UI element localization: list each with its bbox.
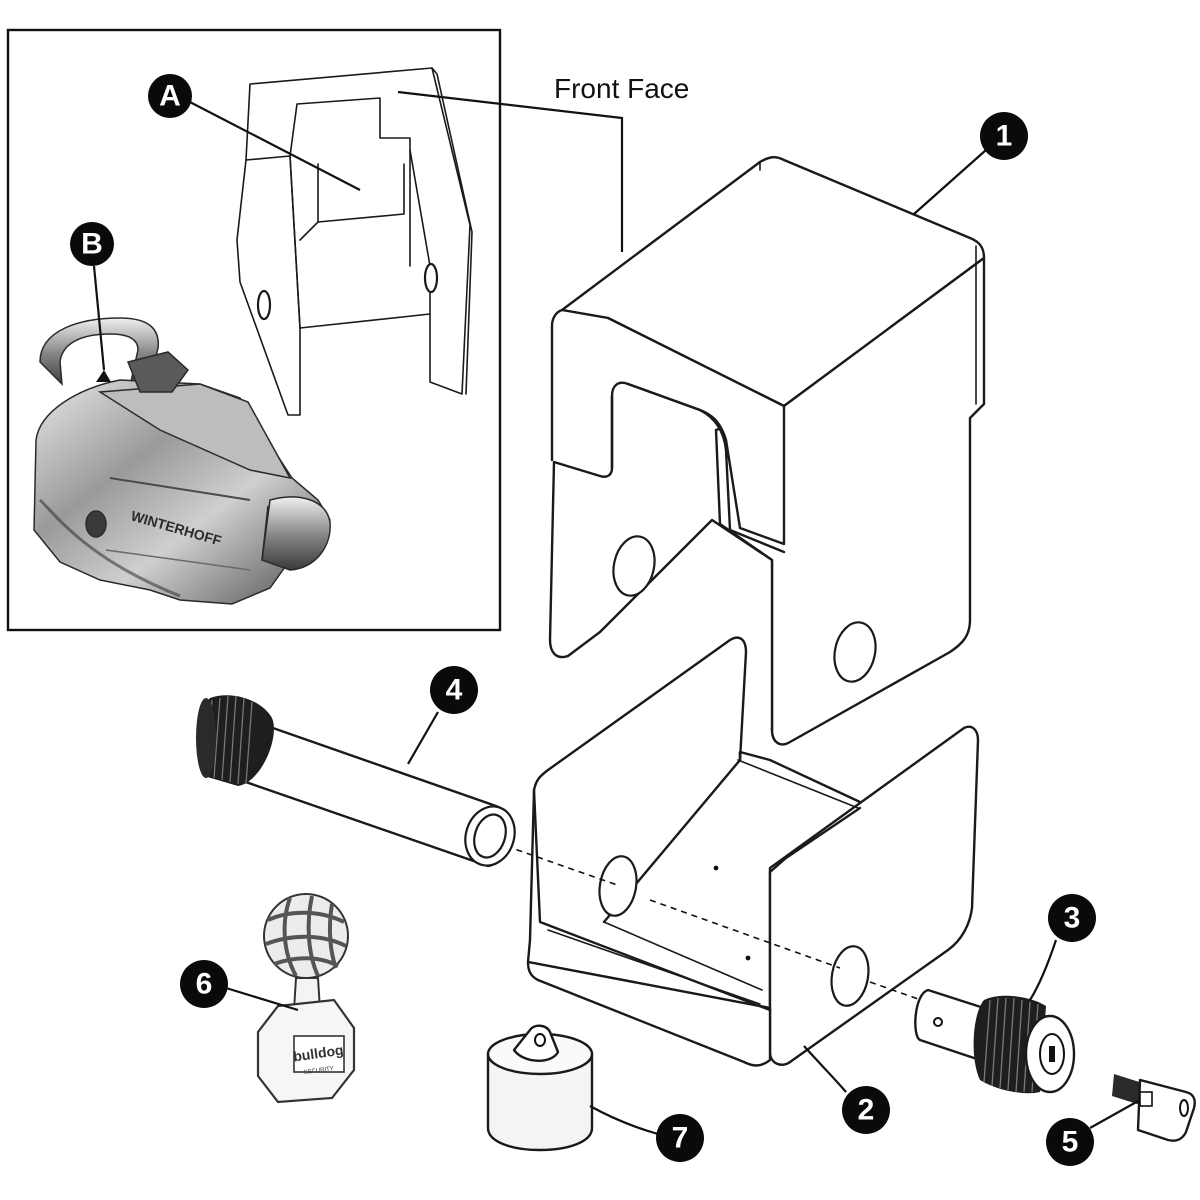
callout-b-label: B bbox=[81, 228, 103, 261]
coupling-head-image: WINTERHOFF bbox=[33, 317, 331, 605]
callout-1: 1 bbox=[913, 112, 1028, 215]
front-face-label: Front Face bbox=[554, 73, 689, 104]
callout-7: 7 bbox=[589, 1105, 704, 1162]
tag-brand: bulldog bbox=[292, 1042, 344, 1065]
inset-panel: WINTERHOFF A B bbox=[6, 28, 624, 632]
part-1-top-sleeve bbox=[548, 156, 986, 746]
part-3-lock-barrel bbox=[914, 988, 1076, 1094]
inset-hole-right bbox=[423, 262, 439, 294]
callout-7-label: 7 bbox=[672, 1122, 689, 1155]
callout-6-label: 6 bbox=[196, 968, 213, 1001]
inset-sleeve-drawing bbox=[236, 67, 473, 416]
callout-a-label: A bbox=[159, 80, 181, 113]
part-1-hole-left bbox=[612, 535, 656, 597]
part-5-key bbox=[1112, 1074, 1196, 1142]
callout-6: 6 bbox=[180, 960, 299, 1012]
callout-5: 5 bbox=[1046, 1099, 1141, 1166]
part-7-cap bbox=[486, 1024, 594, 1152]
callout-3: 3 bbox=[1029, 894, 1096, 1001]
callout-4-label: 4 bbox=[446, 674, 463, 707]
callout-4: 4 bbox=[407, 666, 478, 765]
callout-2-label: 2 bbox=[858, 1094, 875, 1127]
callout-a: A bbox=[148, 74, 361, 191]
part-2-bottom-cradle bbox=[526, 636, 980, 1067]
inset-hole-left bbox=[256, 289, 272, 321]
tag-subtext: SECURITY bbox=[303, 1066, 334, 1076]
callout-5-label: 5 bbox=[1062, 1126, 1079, 1159]
callout-b: B bbox=[70, 222, 114, 382]
callout-1-label: 1 bbox=[996, 120, 1013, 153]
part-2-hole-left bbox=[598, 855, 638, 917]
part-6-ball-tag: bulldog SECURITY bbox=[256, 893, 356, 1104]
part-2-hole-right bbox=[830, 945, 870, 1007]
part-4-locking-bar bbox=[196, 695, 516, 868]
callout-3-label: 3 bbox=[1064, 902, 1081, 935]
front-face-leader bbox=[397, 90, 624, 252]
part-1-hole-right bbox=[833, 621, 877, 683]
callout-2: 2 bbox=[803, 1045, 890, 1134]
